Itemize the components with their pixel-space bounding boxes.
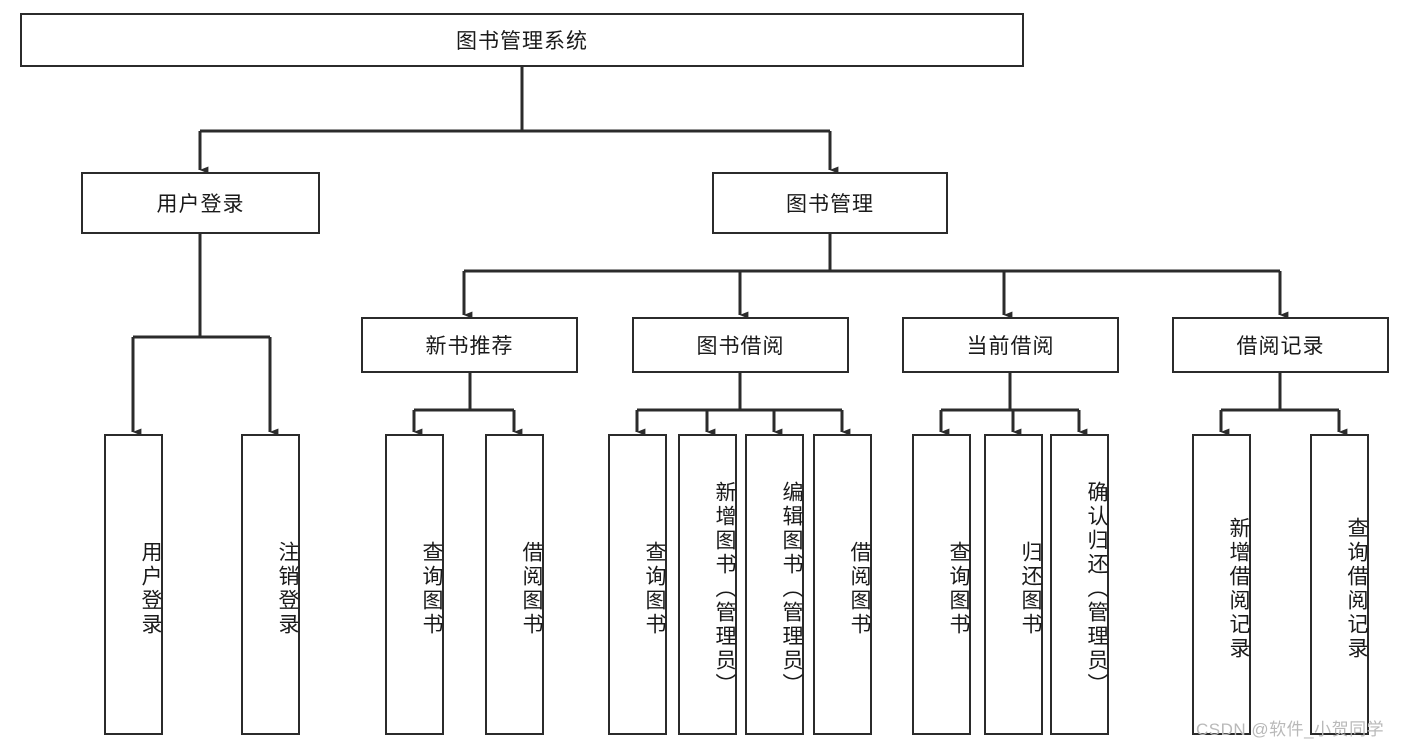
node-leaf-confirm-return[interactable]: 确认归还（管理员） xyxy=(1050,434,1109,735)
node-label: 新书推荐 xyxy=(425,335,514,358)
node-label: 借阅记录 xyxy=(1236,335,1325,358)
watermark-text: CSDN @软件_小贺同学 xyxy=(1196,720,1385,739)
node-user-login[interactable]: 用户登录 xyxy=(81,172,320,234)
node-leaf-user-login[interactable]: 用户登录 xyxy=(104,434,163,735)
node-label: 借阅图书 xyxy=(520,540,543,637)
node-label: 查询图书 xyxy=(643,540,666,637)
node-leaf-query-book-1[interactable]: 查询图书 xyxy=(385,434,444,735)
node-new-book-recommend[interactable]: 新书推荐 xyxy=(361,317,578,373)
node-leaf-query-book-3[interactable]: 查询图书 xyxy=(912,434,971,735)
node-label: 新增借阅记录 xyxy=(1227,516,1250,661)
node-label: 归还图书 xyxy=(1019,540,1042,637)
node-label: 用户登录 xyxy=(139,540,162,637)
node-label: 图书借阅 xyxy=(696,335,785,358)
node-book-manage[interactable]: 图书管理 xyxy=(712,172,948,234)
node-label: 确认归还（管理员） xyxy=(1085,480,1108,697)
node-borrow-record[interactable]: 借阅记录 xyxy=(1172,317,1389,373)
node-book-borrow[interactable]: 图书借阅 xyxy=(632,317,849,373)
node-leaf-add-record[interactable]: 新增借阅记录 xyxy=(1192,434,1251,735)
node-label: 注销登录 xyxy=(276,540,299,637)
connector-lines xyxy=(131,67,1348,436)
node-label: 查询图书 xyxy=(947,540,970,637)
node-root[interactable]: 图书管理系统 xyxy=(20,13,1024,67)
node-label: 查询图书 xyxy=(420,540,443,637)
node-leaf-query-book-2[interactable]: 查询图书 xyxy=(608,434,667,735)
node-label: 图书管理系统 xyxy=(456,30,588,53)
node-leaf-return-book[interactable]: 归还图书 xyxy=(984,434,1043,735)
node-label: 用户登录 xyxy=(156,193,245,216)
node-label: 当前借阅 xyxy=(966,335,1055,358)
node-label: 图书管理 xyxy=(786,193,874,216)
node-leaf-logout[interactable]: 注销登录 xyxy=(241,434,300,735)
node-leaf-add-book[interactable]: 新增图书（管理员） xyxy=(678,434,737,735)
node-label: 查询借阅记录 xyxy=(1345,516,1368,661)
node-label: 编辑图书（管理员） xyxy=(780,480,803,697)
node-leaf-query-record[interactable]: 查询借阅记录 xyxy=(1310,434,1369,735)
node-leaf-borrow-book-2[interactable]: 借阅图书 xyxy=(813,434,872,735)
node-leaf-borrow-book-1[interactable]: 借阅图书 xyxy=(485,434,544,735)
node-leaf-edit-book[interactable]: 编辑图书（管理员） xyxy=(745,434,804,735)
node-current-borrow[interactable]: 当前借阅 xyxy=(902,317,1119,373)
node-label: 借阅图书 xyxy=(848,540,871,637)
node-label: 新增图书（管理员） xyxy=(713,480,736,697)
